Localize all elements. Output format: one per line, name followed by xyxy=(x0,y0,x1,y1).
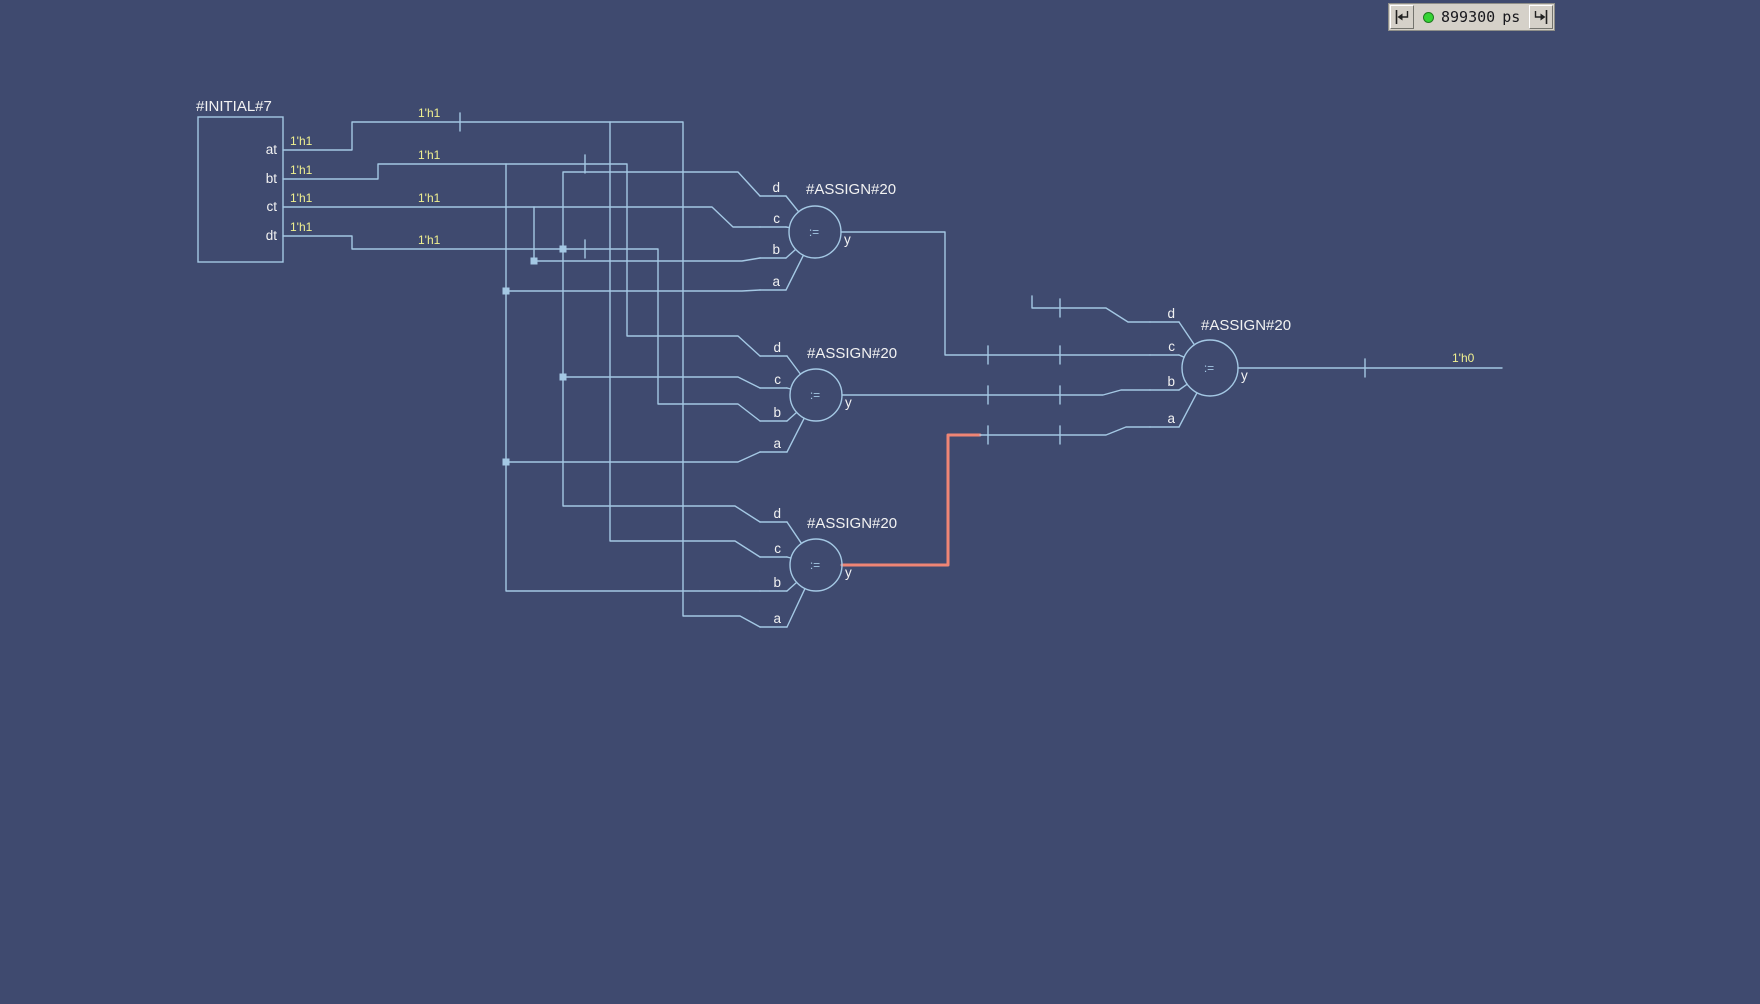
gate-input-stub[interactable] xyxy=(1178,321,1196,346)
gate-output-label: y xyxy=(1241,368,1248,383)
gate-op-label: := xyxy=(1204,361,1214,375)
wire-gate1-y-to-gate4-c[interactable] xyxy=(840,231,1151,356)
assign-gate-2[interactable] xyxy=(789,368,843,422)
next-time-icon xyxy=(1535,10,1548,24)
block-port-label: ct xyxy=(266,199,277,214)
time-unit: ps xyxy=(1502,8,1521,26)
previous-time-button[interactable] xyxy=(1390,5,1414,29)
time-value: 899300 xyxy=(1441,8,1496,26)
gate-input-stub[interactable] xyxy=(786,387,792,390)
gate-input-label: a xyxy=(773,611,781,626)
wire-tap-gate1-d[interactable] xyxy=(562,171,761,250)
wire-tap-gate2-c[interactable] xyxy=(562,248,761,389)
assign-gate-4[interactable] xyxy=(1181,339,1239,397)
gate-title-label: #ASSIGN#20 xyxy=(1201,317,1291,334)
gate-input-label: c xyxy=(774,372,781,387)
gate-input-label: c xyxy=(1168,339,1175,354)
net-value-label: 1'h0 xyxy=(1452,351,1475,365)
gate-input-label: d xyxy=(773,340,781,355)
gate-input-stub[interactable] xyxy=(786,355,802,375)
net-value-label: 1'h1 xyxy=(418,106,441,120)
wire-net-dt[interactable] xyxy=(282,235,761,422)
net-value-label: 1'h1 xyxy=(418,233,441,247)
net-value-label: 1'h1 xyxy=(290,163,313,177)
gate-input-stub[interactable] xyxy=(786,581,798,592)
time-toolbar: 899300 ps xyxy=(1388,3,1556,31)
gate-title-label: #ASSIGN#20 xyxy=(807,345,897,362)
gate-input-label: b xyxy=(773,405,781,420)
net-value-label: 1'h1 xyxy=(418,191,441,205)
wire-tap-gate1-b[interactable] xyxy=(533,206,761,262)
block-port-label: at xyxy=(266,142,278,157)
gate-input-label: c xyxy=(774,541,781,556)
net-value-label: 1'h1 xyxy=(290,134,313,148)
gate-input-label: b xyxy=(773,575,781,590)
gate-output-label: y xyxy=(845,565,852,580)
gate-input-stub[interactable] xyxy=(1178,383,1188,391)
gate-input-stub[interactable] xyxy=(786,411,798,422)
gate-input-stub[interactable] xyxy=(785,248,797,259)
wire-tap-gate2-a[interactable] xyxy=(505,290,761,463)
net-value-label: 1'h1 xyxy=(418,148,441,162)
gate-input-stub[interactable] xyxy=(785,254,805,291)
wire-tap-gate3-d[interactable] xyxy=(562,376,761,523)
gate-input-stub[interactable] xyxy=(786,556,792,559)
gate-input-label: a xyxy=(773,436,781,451)
gate-input-stub[interactable] xyxy=(785,226,791,229)
gate-input-label: c xyxy=(773,211,780,226)
status-led-icon xyxy=(1423,11,1434,23)
gate-input-stub[interactable] xyxy=(786,417,805,453)
gate-input-label: b xyxy=(1167,374,1175,389)
gate-input-stub[interactable] xyxy=(786,521,803,545)
gate-input-stub[interactable] xyxy=(785,195,800,213)
wire-tap-gate3-b[interactable] xyxy=(505,461,761,592)
wire-gate2-y-to-gate4-b[interactable] xyxy=(841,389,1151,396)
initial-block[interactable] xyxy=(197,116,284,263)
gate-input-label: d xyxy=(773,506,781,521)
gate-op-label: := xyxy=(809,225,819,239)
next-time-button[interactable] xyxy=(1529,5,1554,29)
wire-tap-gate3-c[interactable] xyxy=(609,121,761,558)
block-port-label: bt xyxy=(266,171,278,186)
wire-gate3-y-to-gate4-a[interactable] xyxy=(979,426,1151,436)
gate-output-label: y xyxy=(844,232,851,247)
wire-net-ct[interactable] xyxy=(282,206,761,228)
gate-output-label: y xyxy=(845,395,852,410)
wire-net-at[interactable] xyxy=(282,121,761,628)
gate-input-label: d xyxy=(1167,306,1175,321)
gate-input-stub[interactable] xyxy=(1178,392,1198,428)
net-junction xyxy=(502,458,510,466)
gate-input-stub[interactable] xyxy=(1178,354,1185,358)
gate-title-label: #ASSIGN#20 xyxy=(806,181,896,198)
wire-tap-gate1-a[interactable] xyxy=(505,163,761,292)
gate-input-label: a xyxy=(1167,411,1175,426)
assign-gate-3[interactable] xyxy=(789,538,843,592)
gate-input-stub[interactable] xyxy=(786,587,806,628)
block-port-label: dt xyxy=(266,228,278,243)
assign-gate-1[interactable] xyxy=(788,205,842,259)
net-value-label: 1'h1 xyxy=(290,220,313,234)
initial-block-label: #INITIAL#7 xyxy=(196,98,272,115)
gate-op-label: := xyxy=(810,388,820,402)
wire-net-bt[interactable] xyxy=(282,163,761,357)
gate-title-label: #ASSIGN#20 xyxy=(807,515,897,532)
net-junction xyxy=(530,257,538,265)
net-junction xyxy=(559,245,567,253)
gate-input-label: b xyxy=(772,242,780,257)
gate-input-label: d xyxy=(772,180,780,195)
net-junction xyxy=(502,287,510,295)
net-junction xyxy=(559,373,567,381)
gate-input-label: a xyxy=(772,274,780,289)
previous-time-icon xyxy=(1395,10,1409,24)
simulation-time-display: 899300 ps xyxy=(1414,5,1529,29)
wire-gate4-d-feed[interactable] xyxy=(1031,295,1151,323)
net-value-label: 1'h1 xyxy=(290,191,313,205)
wire-gate3-y-highlight[interactable] xyxy=(840,433,982,567)
gate-op-label: := xyxy=(810,558,820,572)
